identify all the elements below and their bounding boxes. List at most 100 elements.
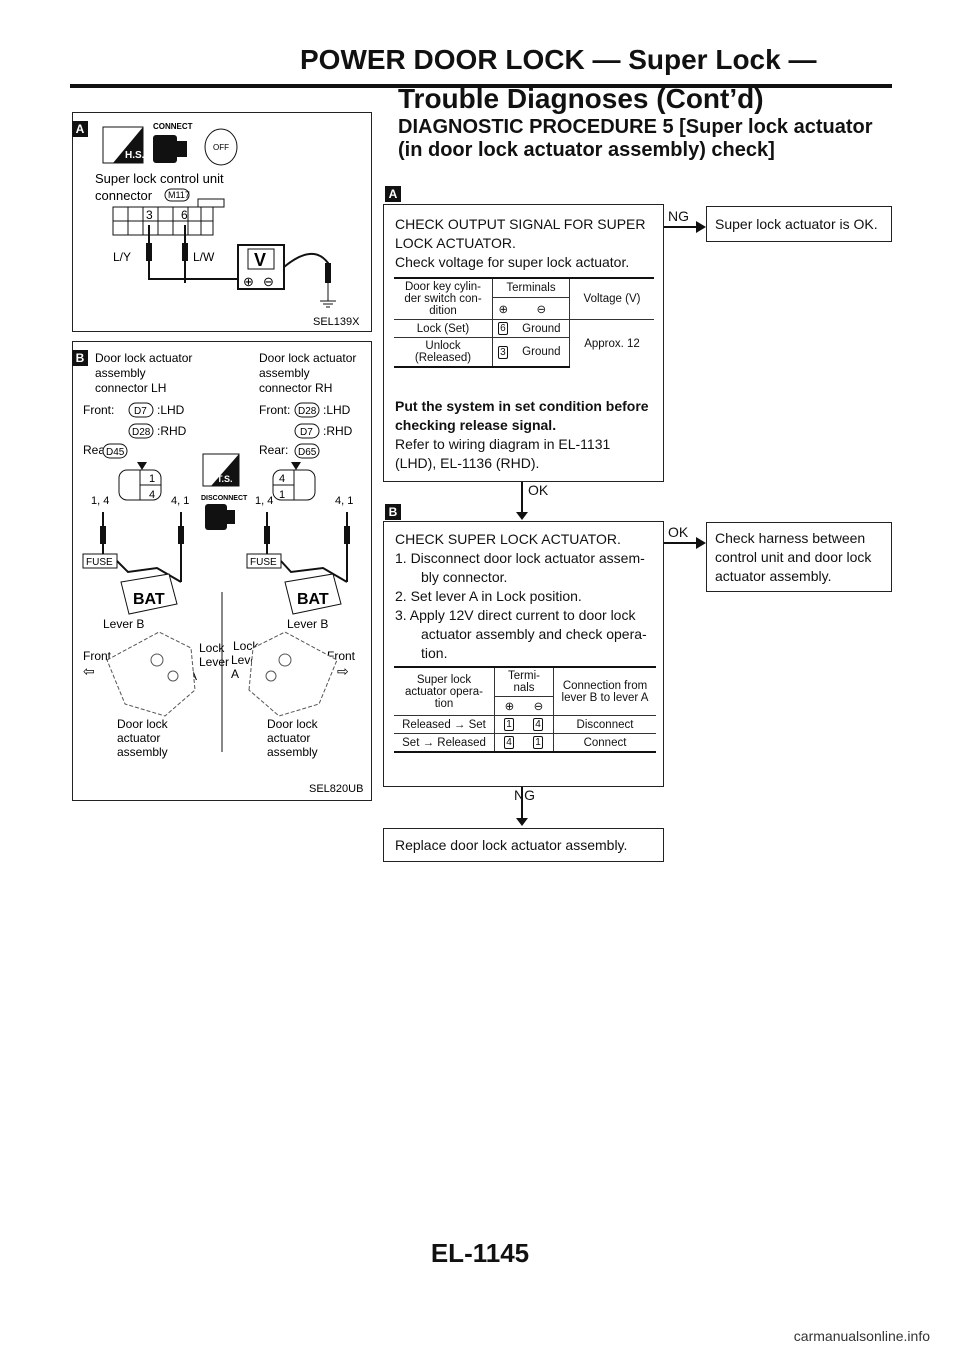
step-a-note-bold: checking release signal. xyxy=(395,417,557,433)
svg-text:assembly: assembly xyxy=(267,745,318,759)
figure-b-diagram: Door lock actuator assembly connector LH… xyxy=(82,351,363,795)
section-title: POWER DOOR LOCK — Super Lock — xyxy=(300,44,817,75)
svg-text:D28: D28 xyxy=(132,427,151,438)
svg-text::RHD: :RHD xyxy=(323,424,353,438)
actuator-lh xyxy=(106,631,196,717)
svg-text:1: 1 xyxy=(279,489,285,501)
section-subtitle: Trouble Diagnoses (Cont’d) xyxy=(398,83,764,114)
svg-text:Lock: Lock xyxy=(199,641,225,655)
ng-label: NG xyxy=(668,208,689,224)
svg-text:1, 4: 1, 4 xyxy=(91,495,109,507)
actuator-check-table: Super lock actuator opera- tion Termi- n… xyxy=(394,666,656,753)
figure-a-caption-2: connector xyxy=(95,188,153,203)
ng-arrow xyxy=(521,787,523,821)
step-b-line: 3. Apply 12V direct current to door lock xyxy=(395,607,636,623)
svg-text:BAT: BAT xyxy=(297,591,329,608)
svg-text:4, 1: 4, 1 xyxy=(171,495,189,507)
lh-connector-face: 1 4 xyxy=(118,462,162,501)
svg-text:assembly: assembly xyxy=(117,745,168,759)
svg-text:connector LH: connector LH xyxy=(95,381,166,395)
voltage-check-table: Door key cylin- der switch con- dition T… xyxy=(394,277,654,368)
svg-text:Lock: Lock xyxy=(233,639,259,653)
svg-text:actuator: actuator xyxy=(267,731,310,745)
figure-code: SEL139X xyxy=(313,316,360,328)
svg-text:actuator: actuator xyxy=(117,731,160,745)
actuator-rh xyxy=(248,631,338,717)
svg-text:OFF: OFF xyxy=(213,143,229,152)
result-harness-box: Check harness between control unit and d… xyxy=(706,522,892,592)
connector-list-lh: Front: D7 :LHD D28 :RHD Rear: D45 xyxy=(83,402,187,459)
watermark: carmanualsonline.info xyxy=(793,1328,930,1344)
svg-text:V: V xyxy=(254,250,266,270)
svg-text:FUSE: FUSE xyxy=(250,557,277,568)
svg-text::RHD: :RHD xyxy=(157,424,187,438)
page-number: EL-1145 xyxy=(430,1238,530,1268)
svg-text:BAT: BAT xyxy=(133,591,165,608)
step-b-box: CHECK SUPER LOCK ACTUATOR. 1. Disconnect… xyxy=(383,521,664,787)
svg-text:A: A xyxy=(231,667,239,681)
step-b-line: tion. xyxy=(421,645,448,661)
svg-text:Lever: Lever xyxy=(199,655,229,669)
hs-icon: H.S. xyxy=(102,126,145,164)
svg-text:D7: D7 xyxy=(300,427,313,438)
svg-text:H.S.: H.S. xyxy=(125,150,145,161)
figure-a-diagram: H.S. CONNECT OFF Super lock control unit… xyxy=(95,122,360,328)
ng-arrow xyxy=(664,226,700,228)
figure-a: H.S. CONNECT OFF Super lock control unit… xyxy=(72,112,372,332)
svg-text:Lever B: Lever B xyxy=(287,617,328,631)
step-b-line: actuator assembly and check opera- xyxy=(421,626,647,642)
svg-text:Front:: Front: xyxy=(259,403,290,417)
svg-text:1, 4: 1, 4 xyxy=(255,495,273,507)
step-a-note: (LHD), EL-1136 (RHD). xyxy=(395,455,540,471)
svg-text:T.S.: T.S. xyxy=(217,474,233,484)
connector-face: 3 6 xyxy=(112,198,225,236)
connector-list-rh: Front: D28 :LHD D7 :RHD Rear: D65 xyxy=(259,402,353,459)
svg-text:D7: D7 xyxy=(134,406,147,417)
svg-text:Door lock actuator: Door lock actuator xyxy=(95,351,192,365)
ok-arrow xyxy=(664,542,700,544)
svg-text:1: 1 xyxy=(149,473,155,485)
figure-a-caption: Super lock control unit xyxy=(95,171,224,186)
voltmeter-icon: V ⊕ ⊖ xyxy=(237,244,285,290)
ok-label: OK xyxy=(668,524,689,540)
svg-text:Front: Front xyxy=(83,649,112,663)
ignition-off-icon: OFF xyxy=(204,128,238,166)
svg-text:⇨: ⇨ xyxy=(337,663,349,679)
step-b-line: 1. Disconnect door lock actuator assem- xyxy=(395,550,645,566)
svg-text:Door lock actuator: Door lock actuator xyxy=(259,351,356,365)
svg-text::LHD: :LHD xyxy=(323,403,351,417)
svg-text:D45: D45 xyxy=(106,447,125,458)
svg-text:CONNECT: CONNECT xyxy=(153,122,193,131)
step-marker-a: A xyxy=(72,121,88,137)
battery-lh: BAT xyxy=(116,560,182,615)
svg-text::LHD: :LHD xyxy=(157,403,185,417)
figure-b: Door lock actuator assembly connector LH… xyxy=(72,341,372,801)
step-marker-b: B xyxy=(72,350,88,366)
svg-text:⊖: ⊖ xyxy=(263,274,274,289)
step-b-line: 2. Set lever A in Lock position. xyxy=(395,588,582,604)
svg-text:4: 4 xyxy=(149,489,155,501)
svg-text:6: 6 xyxy=(181,208,188,222)
result-ok-box: Super lock actuator is OK. xyxy=(706,206,892,242)
step-b-line: CHECK SUPER LOCK ACTUATOR. xyxy=(395,531,621,547)
ok-label: OK xyxy=(528,482,549,498)
svg-text:assembly: assembly xyxy=(259,366,310,380)
step-a-note: Refer to wiring diagram in EL-1131 xyxy=(395,436,611,452)
svg-text:Door lock: Door lock xyxy=(117,717,169,731)
step-b-line: bly connector. xyxy=(421,569,508,585)
svg-text:⇦: ⇦ xyxy=(83,663,95,679)
svg-text:Rear:: Rear: xyxy=(259,443,288,457)
svg-text:3: 3 xyxy=(146,208,153,222)
svg-text:4, 1: 4, 1 xyxy=(335,495,353,507)
wire-color-right: L/W xyxy=(193,250,215,264)
connect-connector-icon: CONNECT xyxy=(153,122,193,163)
svg-text:Door lock: Door lock xyxy=(267,717,319,731)
ts-icon: T.S. xyxy=(202,453,240,487)
step-marker-a: A xyxy=(385,186,401,202)
procedure-title: DIAGNOSTIC PROCEDURE 5 [Super lock actua… xyxy=(398,116,873,161)
step-a-note-bold: Put the system in set condition before xyxy=(395,398,649,414)
svg-text:D28: D28 xyxy=(298,406,317,417)
step-marker-b: B xyxy=(385,504,401,520)
ng-label: NG xyxy=(514,787,535,803)
figure-code: SEL820UB xyxy=(309,783,363,795)
